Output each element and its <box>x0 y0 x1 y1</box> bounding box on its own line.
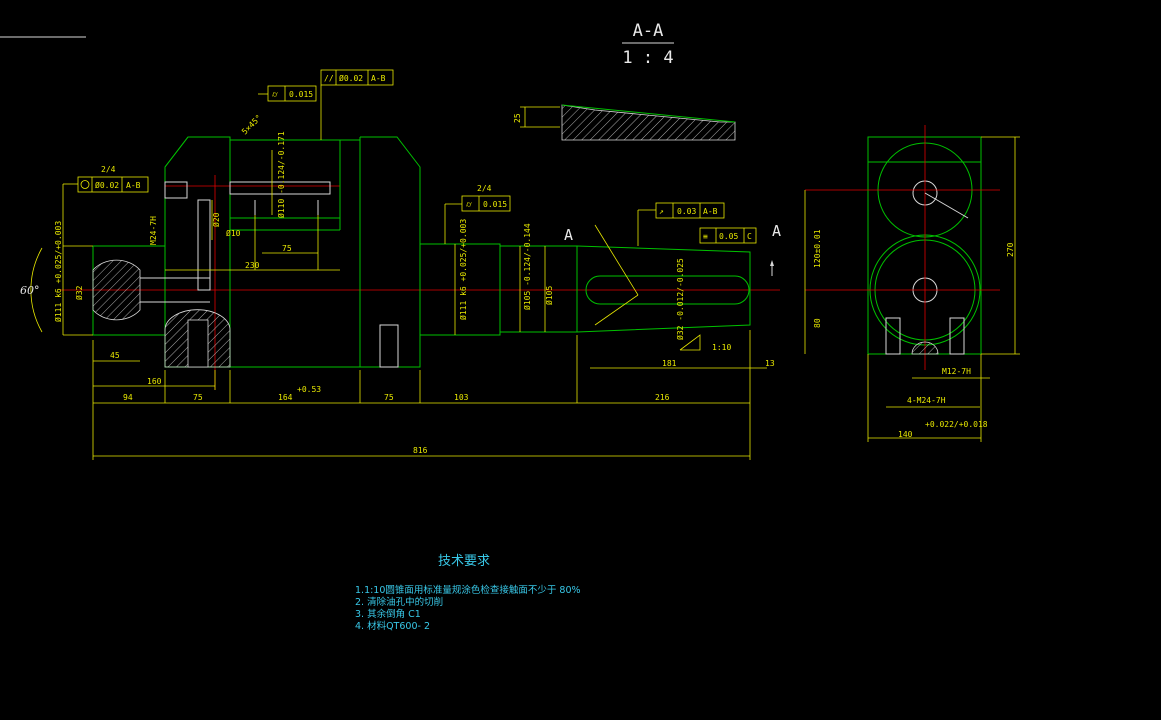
dim-75b: 75 <box>193 393 203 402</box>
fcf-parallel: // Ø0.02 A-B <box>320 69 394 140</box>
notes-title: 技术要求 <box>438 554 491 569</box>
taper-section <box>576 245 751 333</box>
note-item: 4. 材料QT600- 2 <box>355 621 430 632</box>
section-scale: 1 : 4 <box>622 48 673 68</box>
cut-mark-right: A <box>772 222 781 240</box>
dim-d110: Ø110 -0.124/-0.171 <box>276 131 286 218</box>
fcf-symmetry: ≡ 0.05 C <box>699 227 757 244</box>
dim-d105a: Ø105 -0.124/-0.144 <box>522 223 532 310</box>
dim-d105b: Ø105 <box>544 286 554 305</box>
dim-816: 816 <box>413 446 428 455</box>
svg-text:↗: ↗ <box>659 207 664 216</box>
section-title: A-A 1 : 4 <box>622 21 674 68</box>
dim-m24: M24-7H <box>149 216 158 245</box>
fcf-cyl2: ⌭ 0.015 2/4 <box>444 184 511 244</box>
dim-140: 140 <box>898 430 913 439</box>
dimensions: 45 160 94 75 164 +0.53 75 103 216 816 18… <box>20 113 1020 460</box>
fcf-runout-datum: A-B <box>703 207 718 216</box>
fcf-concentric: Ø0.02 A-B 2/4 <box>62 165 149 246</box>
note-item: 1.1:10圆锥面用标准量规涂色检查接触面不少于 80% <box>355 585 581 596</box>
dim-120: 120±0.01 <box>813 229 822 268</box>
fcf-symmetry-datum: C <box>747 232 752 241</box>
dim-80: 80 <box>813 318 822 328</box>
fcf-cyl: ⌭ 0.015 <box>258 85 317 102</box>
dim-2b: 2/4 <box>477 184 492 193</box>
dim-5x45: 5×45° <box>240 113 263 136</box>
dim-45: 45 <box>110 351 120 360</box>
fcf-cyl-tol: 0.015 <box>289 90 313 99</box>
hatch-left-end <box>92 259 141 321</box>
dim-d111-mid: Ø111 k6 +0.025/+0.003 <box>458 219 468 320</box>
dim-d10: Ø10 <box>226 228 241 238</box>
fcf-cyl2-tol: 0.015 <box>483 200 507 209</box>
dim-103: 103 <box>454 393 469 402</box>
dim-m24x4: 4-M24-7H <box>907 396 946 405</box>
main-view <box>60 136 780 390</box>
dim-75a: 75 <box>282 244 292 253</box>
dim-13: 13 <box>765 359 775 368</box>
dim-164-tol: +0.53 <box>297 385 321 394</box>
dim-216: 216 <box>655 393 670 402</box>
section-label: A-A <box>633 21 664 41</box>
section-detail: 25 <box>513 104 736 141</box>
fcf-parallel-tol: Ø0.02 <box>339 73 363 83</box>
right-hub <box>359 136 421 368</box>
dim-140-tol: +0.022/+0.018 <box>925 420 988 429</box>
dim-taper: 1:10 <box>712 343 731 352</box>
note-item: 3. 其余倒角 C1 <box>355 609 421 620</box>
svg-text:⌭: ⌭ <box>466 200 472 209</box>
dim-25: 25 <box>513 113 522 123</box>
cut-mark-left: A <box>564 226 573 244</box>
fcf-parallel-datum: A-B <box>371 74 386 83</box>
svg-text://: // <box>324 74 334 83</box>
dim-164: 164 <box>278 393 293 402</box>
svg-text:⌭: ⌭ <box>272 90 278 99</box>
cut-marks: A A <box>564 222 781 276</box>
dim-94: 94 <box>123 393 133 402</box>
dim-75c: 75 <box>384 393 394 402</box>
dim-m12: M12-7H <box>942 367 971 376</box>
fcf-concentric-datum: A-B <box>126 181 141 190</box>
fcf-concentric-tol: Ø0.02 <box>95 180 119 190</box>
keyway-slot <box>585 275 750 305</box>
side-view <box>805 125 1000 370</box>
dim-d32b: Ø32 -0.012/-0.025 <box>675 258 685 340</box>
technical-notes: 1.1:10圆锥面用标准量规涂色检查接触面不少于 80% 2. 清除油孔中的切削… <box>355 585 581 633</box>
middle-journal <box>420 243 501 336</box>
fcf-runout: ↗ 0.03 A-B <box>637 202 725 246</box>
note-item: 2. 清除油孔中的切削 <box>355 597 444 608</box>
dim-d32: Ø32 <box>74 285 84 300</box>
dim-d20: Ø20 <box>211 212 221 227</box>
dim-d111-left: Ø111 k6 +0.025/+0.003 <box>53 221 63 322</box>
dim-angle-60: 60° <box>20 284 40 297</box>
dim-270: 270 <box>1006 242 1015 257</box>
dim-2a: 2/4 <box>101 165 116 174</box>
fcf-runout-tol: 0.03 <box>677 207 696 216</box>
dim-230: 230 <box>245 261 260 270</box>
dim-181: 181 <box>662 359 677 368</box>
fcf-symmetry-tol: 0.05 <box>719 232 738 241</box>
dim-160: 160 <box>147 377 162 386</box>
svg-text:≡: ≡ <box>703 232 708 241</box>
